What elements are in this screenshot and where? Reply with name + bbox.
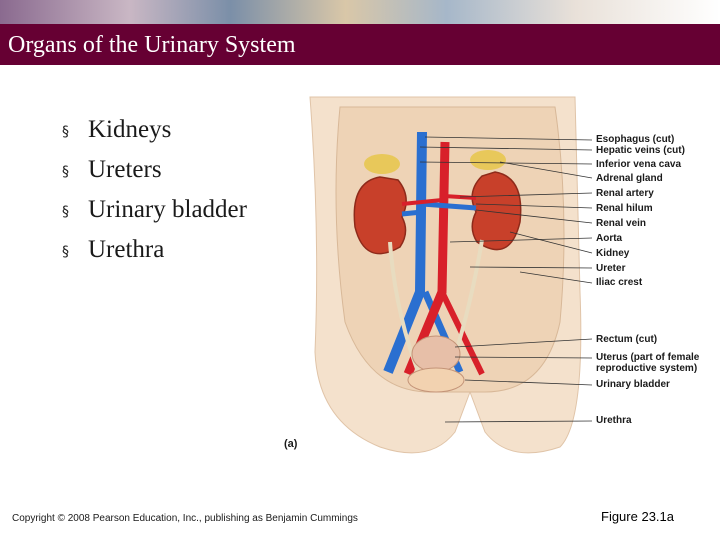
urinary-bladder bbox=[407, 367, 465, 393]
bullet-text: Urethra bbox=[88, 236, 165, 263]
right-renal-vein bbox=[421, 201, 477, 211]
bullet-text: Kidneys bbox=[88, 116, 172, 143]
label-renal-artery: Renal artery bbox=[596, 188, 654, 199]
label-rectum: Rectum (cut) bbox=[596, 334, 658, 345]
label-hepatic-veins: Hepatic veins (cut) bbox=[596, 145, 685, 156]
inferior-vena-cava bbox=[383, 131, 427, 374]
figure-reference: Figure 23.1a bbox=[601, 509, 674, 524]
bullet-text: Ureters bbox=[88, 156, 162, 183]
bullet-square-icon: § bbox=[62, 244, 69, 260]
right-adrenal-gland bbox=[470, 150, 506, 170]
label-aorta: Aorta bbox=[596, 233, 623, 244]
label-inferior-vena-cava: Inferior vena cava bbox=[596, 159, 682, 170]
label-esophagus: Esophagus (cut) bbox=[596, 134, 675, 145]
label-adrenal-gland: Adrenal gland bbox=[596, 173, 663, 184]
copyright-notice: Copyright © 2008 Pearson Education, Inc.… bbox=[12, 513, 358, 524]
left-adrenal-gland bbox=[364, 154, 400, 174]
leader-lines bbox=[419, 136, 593, 423]
label-urinary-bladder: Urinary bladder bbox=[596, 379, 670, 390]
left-kidney bbox=[353, 176, 407, 255]
label-ureter: Ureter bbox=[596, 263, 626, 274]
label-renal-vein: Renal vein bbox=[596, 218, 647, 229]
uterus bbox=[411, 335, 461, 373]
bullet-square-icon: § bbox=[62, 124, 69, 140]
label-kidney: Kidney bbox=[596, 248, 630, 259]
bullet-square-icon: § bbox=[62, 164, 69, 180]
label-urethra: Urethra bbox=[596, 415, 632, 426]
figure-panel-label: (a) bbox=[284, 438, 298, 450]
label-uterus: Uterus (part of female reproductive syst… bbox=[596, 352, 700, 374]
urinary-system-illustration bbox=[309, 96, 593, 454]
decorative-header-image bbox=[0, 0, 720, 24]
bullet-square-icon: § bbox=[62, 204, 69, 220]
label-renal-hilum: Renal hilum bbox=[596, 203, 653, 214]
left-renal-artery bbox=[401, 198, 443, 206]
left-renal-vein bbox=[401, 209, 423, 217]
label-iliac-crest: Iliac crest bbox=[596, 277, 643, 288]
bullet-text: Urinary bladder bbox=[88, 196, 247, 223]
slide-title: Organs of the Urinary System bbox=[8, 32, 296, 58]
title-bar bbox=[0, 24, 720, 65]
